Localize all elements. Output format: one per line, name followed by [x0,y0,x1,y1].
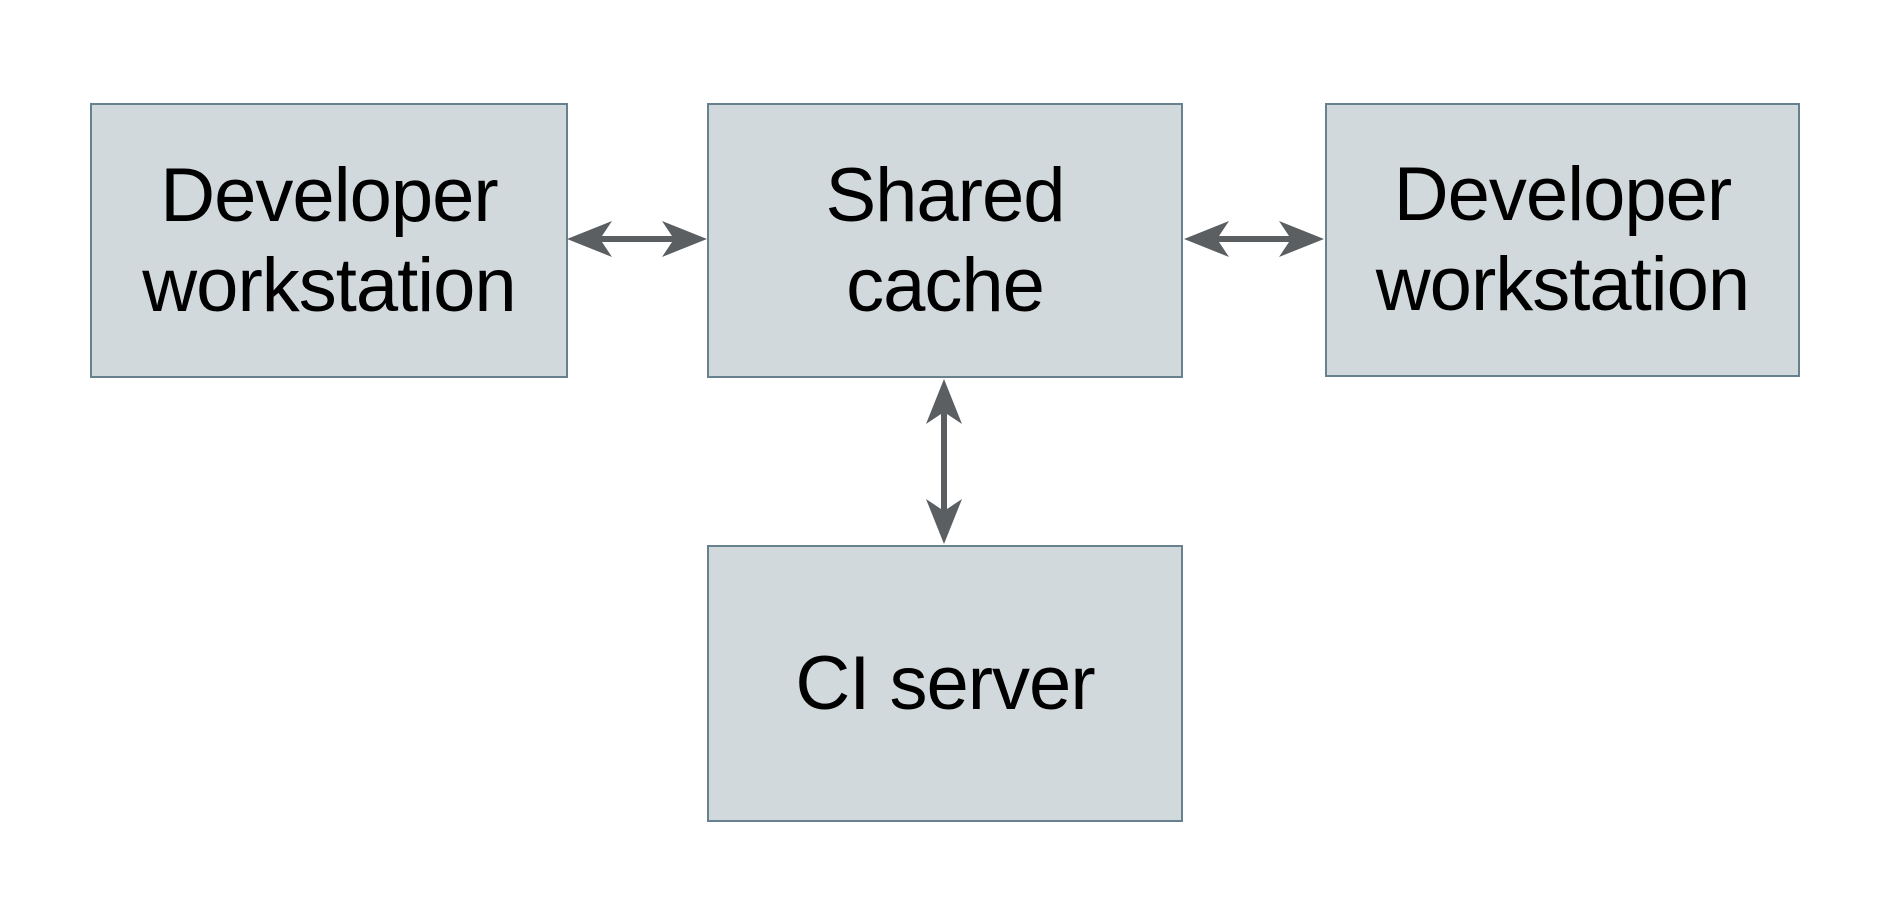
bidirectional-arrow-devleft-cache [567,221,707,257]
bidirectional-arrow-cache-ciserver [926,379,962,544]
node-shared-cache: Shared cache [707,103,1183,378]
node-developer-workstation-right: Developer workstation [1325,103,1800,377]
bidirectional-arrow-cache-devright [1184,221,1324,257]
node-label-shared-cache: Shared cache [825,152,1065,328]
node-label-developer-workstation-left: Developer workstation [142,152,516,328]
node-developer-workstation-left: Developer workstation [90,103,568,378]
node-ci-server: CI server [707,545,1183,822]
node-label-ci-server: CI server [795,640,1095,726]
node-label-developer-workstation-right: Developer workstation [1375,152,1750,327]
